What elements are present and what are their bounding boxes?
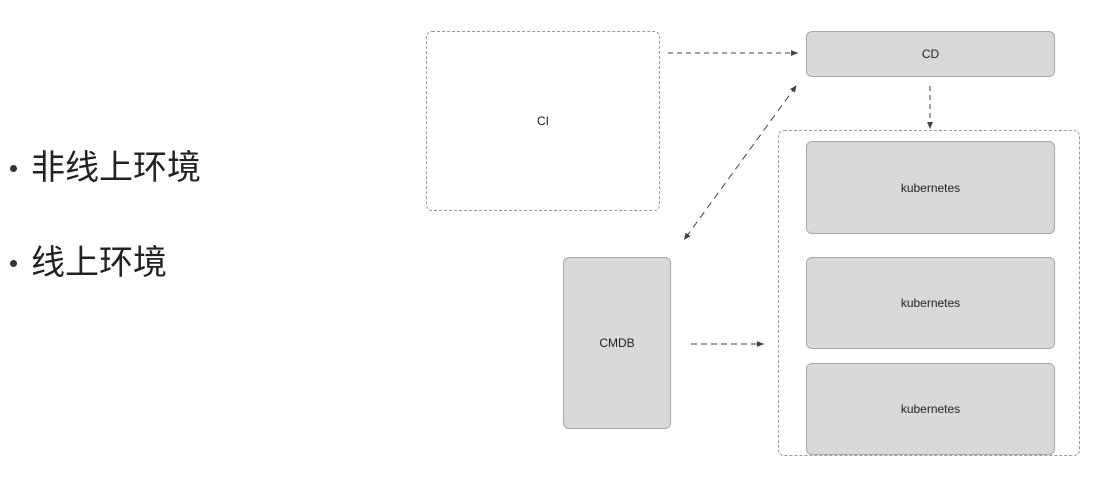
cd-label: CD [921,47,940,61]
cd-box: CD [806,31,1055,77]
cluster-label: kubernetes [900,180,961,195]
cmdb-label: CMDB [599,336,635,350]
bullet-item-non-production: 非线上环境 [10,151,201,185]
kubernetes-cluster-3: kubernetes [806,363,1055,455]
ci-box: CI [426,31,660,211]
bullet-dot-icon [10,259,17,267]
bullet-label: 线上环境 [31,243,167,283]
cluster-label: kubernetes [900,296,961,310]
bullet-item-production: 线上环境 [10,246,167,280]
kubernetes-cluster-2: kubernetes [806,257,1055,349]
cluster-label: kubernetes [900,402,961,416]
cmdb-box: CMDB [563,257,671,429]
bullet-label: 非线上环境 [31,148,201,188]
ci-label: CI [537,114,549,128]
kubernetes-cluster-1: kubernetes [806,141,1055,234]
bullet-dot-icon [10,164,17,172]
